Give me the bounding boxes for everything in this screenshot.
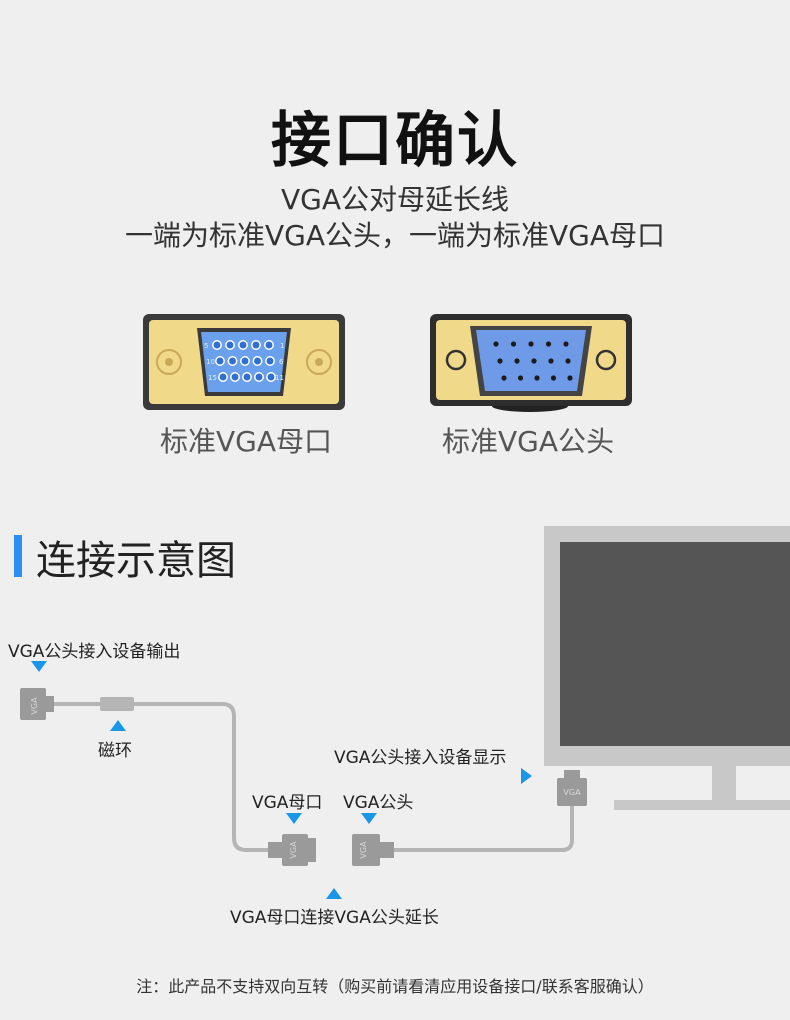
pin-number: 5 xyxy=(204,342,208,350)
arrow-down-icon xyxy=(286,813,302,824)
subtitle-line-1: VGA公对母延长线 xyxy=(280,183,509,216)
pin xyxy=(501,375,507,381)
pin xyxy=(565,358,571,364)
pin xyxy=(212,340,222,350)
arrow-down-icon xyxy=(31,661,47,672)
vga-male-plug-icon: VGA xyxy=(352,834,394,866)
pin-number: 1 xyxy=(280,342,284,350)
screw-hole-left-icon xyxy=(445,349,467,371)
cable-segment xyxy=(392,806,574,852)
label-magnetic-core: 磁环 xyxy=(98,741,132,761)
pin xyxy=(218,372,228,382)
pin xyxy=(514,358,520,364)
pin xyxy=(252,356,263,366)
pin xyxy=(251,340,261,350)
vga-male-connector-image xyxy=(430,314,632,412)
pin xyxy=(227,356,238,366)
label-display-plug: VGA公头接入设备显示 xyxy=(334,748,507,768)
section-title: 连接示意图 xyxy=(36,538,236,584)
arrow-down-icon xyxy=(361,813,377,824)
pin-number: 15 xyxy=(208,374,217,382)
vga-female-plug-icon: VGA xyxy=(268,834,316,866)
plug-text: VGA xyxy=(359,841,368,859)
section-accent-bar xyxy=(14,535,22,577)
pin xyxy=(266,372,276,382)
pin-number: 6 xyxy=(279,358,284,366)
female-pin-holes xyxy=(212,340,276,382)
pin xyxy=(225,340,235,350)
pin xyxy=(215,356,225,366)
pin xyxy=(238,340,248,350)
screw-hole-right-icon xyxy=(306,349,332,375)
screw-hole-left-icon xyxy=(156,349,182,375)
connection-diagram: VGA VGA VGA VGA xyxy=(20,526,790,899)
pin xyxy=(254,372,264,382)
arrow-right-icon xyxy=(521,768,532,784)
cable-segment xyxy=(134,702,282,852)
pin xyxy=(528,341,534,347)
pin-number: 11 xyxy=(275,374,284,382)
monitor-stand xyxy=(712,766,736,802)
plug-text: VGA xyxy=(563,788,581,797)
pin xyxy=(550,375,557,381)
label-extension: VGA母口连接VGA公头延长 xyxy=(230,908,439,928)
male-pins xyxy=(493,341,573,381)
monitor-screen xyxy=(560,542,790,746)
label-male-end: VGA公头 xyxy=(343,793,414,813)
male-connector-label: 标准VGA公头 xyxy=(441,425,614,458)
pin xyxy=(240,356,250,366)
plug-text: VGA xyxy=(289,841,298,859)
pin xyxy=(242,372,252,382)
female-connector-label: 标准VGA母口 xyxy=(159,425,332,458)
pin-number: 10 xyxy=(206,358,215,366)
label-female-end: VGA母口 xyxy=(252,793,323,813)
pin xyxy=(265,356,275,366)
pin xyxy=(531,358,537,364)
pin xyxy=(497,358,503,364)
pin xyxy=(493,341,499,347)
arrow-up-icon xyxy=(110,720,126,731)
pin xyxy=(230,372,240,382)
vga-plug-display-icon: VGA xyxy=(557,770,587,806)
screw-hole-right-icon xyxy=(595,349,617,371)
monitor-base xyxy=(614,800,790,810)
pin xyxy=(545,341,552,347)
label-source-plug: VGA公头接入设备输出 xyxy=(8,642,181,662)
plug-text: VGA xyxy=(30,697,39,715)
subtitle-line-2: 一端为标准VGA公头，一端为标准VGA母口 xyxy=(124,219,665,252)
arrow-up-icon xyxy=(326,888,342,899)
pin xyxy=(563,341,569,347)
vga-female-connector-image: 5 1 10 6 15 11 xyxy=(143,314,345,410)
magnetic-core-icon xyxy=(100,697,134,711)
pin xyxy=(567,375,573,381)
pin xyxy=(517,375,524,381)
footer-note: 注：此产品不支持双向互转（购买前请看清应用设备接口/联系客服确认） xyxy=(136,977,654,996)
page-title: 接口确认 xyxy=(271,106,519,176)
pin xyxy=(534,375,540,381)
pin xyxy=(264,340,274,350)
vga-plug-source-icon: VGA xyxy=(20,688,54,720)
pin xyxy=(510,341,517,347)
pin xyxy=(548,358,554,364)
